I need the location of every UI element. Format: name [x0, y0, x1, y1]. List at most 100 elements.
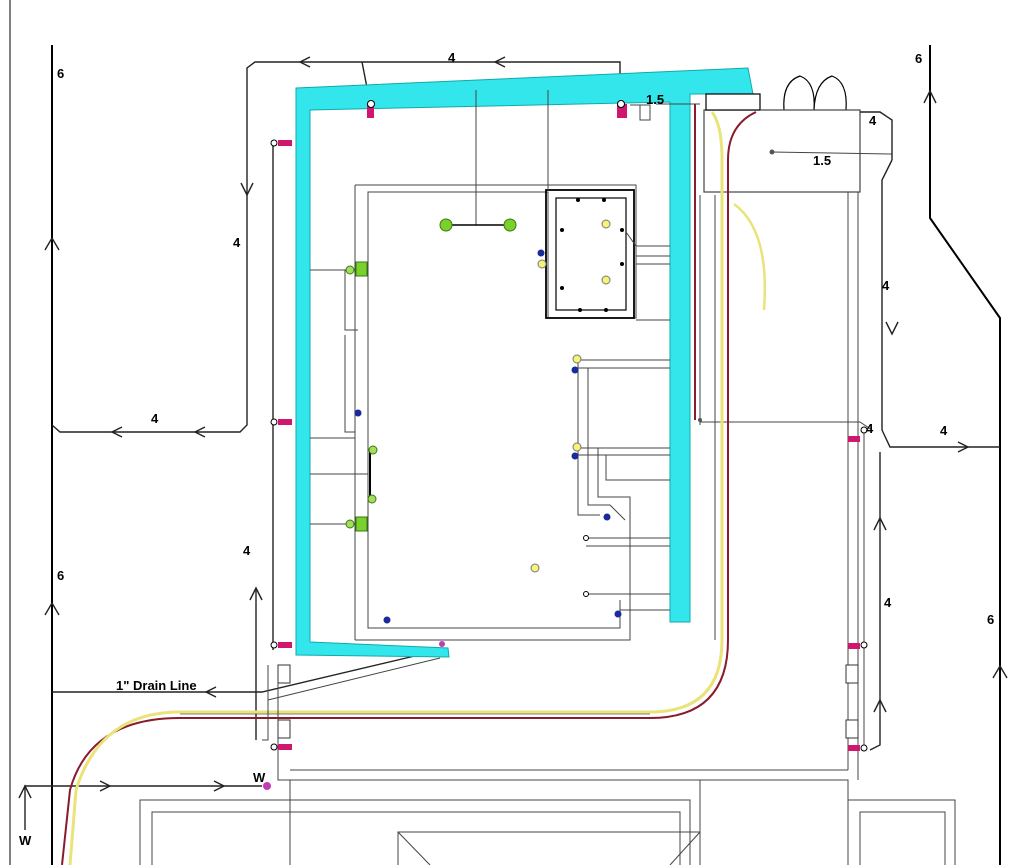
house-wall-7: [859, 811, 946, 865]
label-pipe-4-left-horiz: 4: [151, 411, 159, 426]
wall-box-left-1: [277, 664, 291, 684]
label-pipe-1-5-top: 1.5: [646, 92, 664, 107]
pipe-4-left-vert-arrow: [240, 182, 254, 197]
main-drain-left: [439, 218, 453, 232]
spa-jet-4: [560, 286, 564, 290]
junction-1: [367, 100, 375, 108]
drain-blue-1: [537, 249, 545, 257]
house-roof-ridge: [397, 831, 431, 865]
house-wall-3: [700, 779, 849, 865]
conduit-yellow-2: [733, 202, 767, 311]
spa-jet-7: [620, 228, 624, 232]
pipe-4-right-top: [860, 111, 893, 160]
pipe-right-11: [597, 448, 631, 600]
junction-9: [860, 744, 868, 752]
label-pipe-4-left-vert: 4: [233, 235, 241, 250]
junction-2: [617, 100, 625, 108]
light-green-2: [345, 519, 355, 529]
house-roof-ridge-2: [669, 831, 701, 865]
label-pipe-6-right-lower: 6: [987, 612, 994, 627]
pipe-4-right-mid-arrow: [885, 321, 899, 336]
light-green-3: [368, 445, 378, 455]
junction-5: [270, 641, 278, 649]
pipe-1-5-top: [630, 104, 651, 121]
spa-jet-5: [578, 308, 582, 312]
drain-blue-3: [571, 452, 579, 460]
light-niche-2: [355, 516, 368, 532]
spa-jet-8: [620, 262, 624, 266]
label-pipe-4-right-mid: 4: [882, 278, 890, 293]
jet-yellow-6: [530, 563, 540, 573]
pipe-w-arrow-2: [99, 780, 112, 792]
spa-inner: [555, 197, 627, 311]
label-drain-line: 1" Drain Line: [116, 678, 197, 693]
pipe-equipment-3: [700, 421, 873, 431]
pipe-6-left-arrow-1: [44, 236, 60, 251]
label-pipe-4-right-junction: 4: [866, 421, 874, 436]
spa-jet-1: [576, 198, 580, 202]
label-pipe-4-top: 4: [448, 50, 456, 65]
junction-6: [270, 743, 278, 751]
pipe-4-left-horiz: [51, 150, 248, 433]
junction-13: [698, 418, 702, 422]
wall-box-right-1: [845, 664, 859, 684]
valve-magenta: [263, 782, 271, 790]
pipe-4-left-horiz-arrow: [110, 426, 123, 438]
pipe-drain-line-arrow: [204, 686, 217, 698]
pipe-right-10: [587, 368, 626, 521]
label-pipe-6-right-top: 6: [915, 51, 922, 66]
junction-4: [270, 418, 278, 426]
pipe-6-right-top: [929, 45, 1001, 865]
junction-12: [583, 591, 589, 597]
fitting-return-1: [278, 140, 292, 146]
conduit-red: [61, 111, 757, 865]
light-niche-1: [355, 261, 368, 277]
pipe-right-9: [577, 360, 600, 516]
pipe-drain-parallel: [267, 657, 441, 701]
fitting-skimmer-left: [367, 104, 374, 118]
pipe-4-left-horiz-arrow-2: [193, 426, 206, 438]
drain-blue-4: [603, 513, 611, 521]
fitting-return-7: [848, 745, 860, 751]
main-drain-right: [503, 218, 517, 232]
wall-box-left-2: [277, 719, 291, 739]
pipe-4-left-lower-arrow: [249, 586, 263, 601]
pipe-6-right-lower-arrow: [992, 664, 1008, 679]
house-roof: [397, 831, 701, 865]
light-green-1: [345, 265, 355, 275]
pipe-4-right-lower-arrow-2: [873, 698, 887, 713]
drain-blue-6: [354, 409, 362, 417]
conduit-yellow: [68, 111, 724, 865]
house-wall-5: [151, 811, 681, 865]
pipe-4-top-arrow: [493, 56, 506, 68]
junction-11: [583, 535, 589, 541]
pipe-4-right-horiz-arrow: [957, 441, 970, 453]
pipe-right-12: [605, 455, 670, 481]
jet-yellow-2: [601, 275, 611, 285]
pipe-w-left-arrow: [18, 784, 32, 799]
spa-jet-3: [560, 228, 564, 232]
label-pipe-4-right-lower: 4: [884, 595, 892, 610]
house-wall-2: [290, 779, 701, 865]
jet-yellow-4: [572, 354, 582, 364]
junction-8: [860, 641, 868, 649]
label-pipe-6-left: 6: [57, 66, 64, 81]
pipe-4-right-mid: [881, 159, 1000, 448]
label-pipe-4-right-horiz: 4: [940, 423, 948, 438]
pipe-4-top-arrow-2: [298, 56, 311, 68]
jet-yellow-1: [601, 219, 611, 229]
fitting-return-5: [848, 436, 860, 442]
junction-7: [860, 426, 868, 434]
drain-blue-7: [383, 616, 391, 624]
pool-inner-floor: [355, 590, 631, 641]
pipe-inner-left-loop-2: [344, 335, 355, 433]
fitting-return-2: [278, 419, 292, 425]
pool-inner-wall: [355, 184, 637, 629]
jet-yellow-3: [537, 259, 547, 269]
drain-blue-5: [614, 610, 622, 618]
pipe-inner-left-loop: [344, 270, 358, 331]
pipe-6-right-top-arrow: [923, 89, 937, 104]
pipe-w-arrow-3: [213, 780, 226, 792]
pipe-6-left-arrow-2: [44, 601, 60, 616]
